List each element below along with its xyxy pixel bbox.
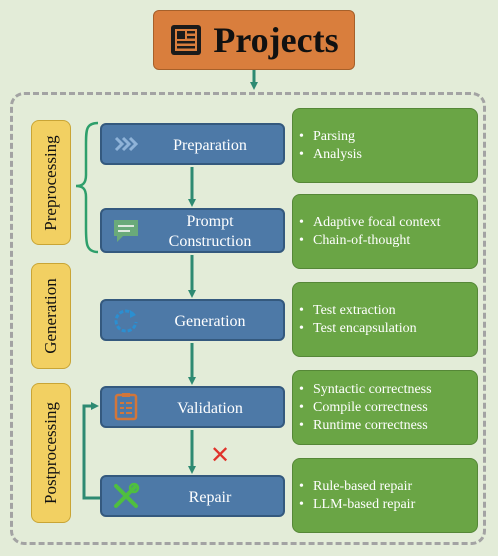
detail-validation: Syntactic correctness Compile correctnes… — [292, 370, 478, 445]
step-label: Validation — [177, 400, 243, 417]
detail-item: Rule-based repair — [299, 478, 477, 496]
detail-item: Chain-of-thought — [299, 232, 477, 250]
detail-item: Test encapsulation — [299, 320, 477, 338]
detail-preparation: Parsing Analysis — [292, 108, 478, 183]
step-validation: Validation — [100, 386, 285, 428]
chat-icon — [114, 219, 138, 242]
arrow-repair-to-validation — [82, 402, 100, 500]
detail-item: Syntactic correctness — [299, 381, 477, 399]
step-label: Repair — [188, 489, 232, 506]
preprocessing-brace — [75, 121, 99, 254]
title-box: Projects — [153, 10, 355, 70]
stage-postprocessing: Postprocessing — [31, 383, 71, 523]
detail-item: Adaptive focal context — [299, 214, 477, 232]
step-generation: Generation — [100, 299, 285, 341]
document-icon — [171, 25, 202, 55]
detail-repair: Rule-based repair LLM-based repair — [292, 458, 478, 533]
detail-item: Analysis — [299, 146, 477, 164]
tools-icon — [114, 482, 140, 508]
page-title: Projects — [213, 20, 339, 60]
detail-item: Compile correctness — [299, 399, 477, 417]
detail-item: Parsing — [299, 128, 477, 146]
step-label: Preparation — [173, 137, 247, 154]
step-repair: Repair — [100, 475, 285, 517]
detail-prompt-construction: Adaptive focal context Chain-of-thought — [292, 194, 478, 269]
detail-item: Runtime correctness — [299, 417, 477, 435]
fail-mark: ✕ — [210, 441, 230, 469]
step-preparation: Preparation — [100, 123, 285, 165]
step-label: Generation — [174, 313, 246, 330]
checklist-icon — [114, 393, 138, 421]
detail-generation: Test extraction Test encapsulation — [292, 282, 478, 357]
step-prompt-construction: Prompt Construction — [100, 208, 285, 253]
step-label: Prompt Construction — [168, 213, 252, 250]
stage-preprocessing: Preprocessing — [31, 120, 71, 245]
stage-generation: Generation — [31, 263, 71, 369]
refresh-icon — [114, 309, 138, 333]
detail-item: LLM-based repair — [299, 496, 477, 514]
chevrons-icon — [114, 136, 139, 152]
pipeline-frame — [10, 92, 486, 545]
detail-item: Test extraction — [299, 302, 477, 320]
